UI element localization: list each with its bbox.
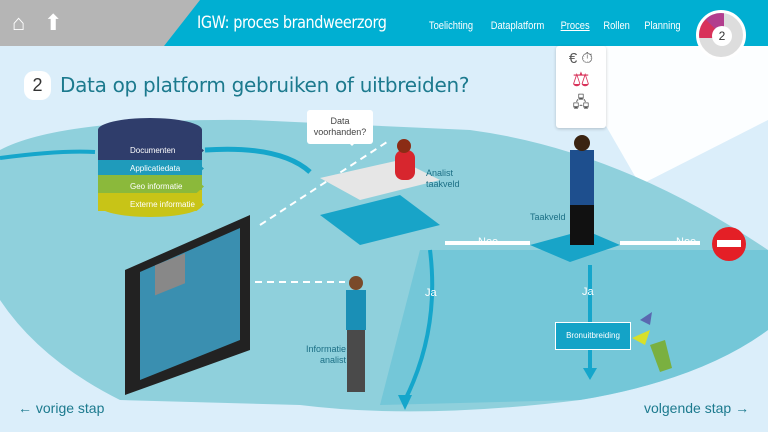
- progress-badge[interactable]: 2: [696, 10, 746, 60]
- label-taakveld: Taakveld: [530, 212, 566, 222]
- nav-toelichting[interactable]: Toelichting: [428, 20, 474, 32]
- label-ja-1: Ja: [425, 287, 437, 299]
- label-ja-2: Ja: [582, 286, 594, 298]
- euro-timer-icon: € ⏱: [568, 50, 594, 67]
- bronuitbreiding-button[interactable]: Bronuitbreiding: [555, 322, 631, 350]
- db-documenten[interactable]: Documenten: [98, 144, 204, 157]
- network-icon: 🖧: [572, 94, 590, 111]
- speech-bubble: Data voorhanden?: [307, 110, 373, 146]
- next-step-link[interactable]: volgende stap →: [644, 400, 750, 416]
- db-geo-informatie[interactable]: Geo informatie: [98, 180, 204, 193]
- nav-rollen[interactable]: Rollen: [603, 20, 631, 32]
- page-title: Data op platform gebruiken of uitbreiden…: [60, 73, 470, 97]
- progress-step: 2: [712, 26, 732, 46]
- header-grey-panel: [0, 0, 200, 46]
- nav-dataplatform[interactable]: Dataplatform: [490, 20, 545, 32]
- step-number: 2: [24, 71, 51, 100]
- scales-icon: ⚖: [572, 69, 590, 91]
- header-bar: ⌂ ⬆ IGW: proces brandweerzorg Toelichtin…: [0, 0, 768, 46]
- prev-step-link[interactable]: ← vorige stap: [18, 400, 105, 416]
- label-informatie-analist: Informatie analist: [305, 344, 346, 365]
- info-card[interactable]: € ⏱ ⚖ 🖧: [556, 46, 606, 128]
- app-title: IGW: proces brandweerzorg: [197, 13, 387, 33]
- label-nee-2: Nee: [676, 236, 697, 248]
- nav-planning[interactable]: Planning: [644, 20, 682, 32]
- nav-proces[interactable]: Proces: [560, 20, 590, 32]
- top-nav: Toelichting Dataplatform Proces Rollen P…: [425, 20, 684, 32]
- db-externe-informatie[interactable]: Externe informatie: [98, 198, 204, 211]
- home-icon[interactable]: ⌂: [12, 10, 26, 35]
- up-arrow-icon[interactable]: ⬆: [44, 10, 63, 35]
- label-analist-taakveld: Analist taakveld: [426, 168, 460, 189]
- label-nee-1: Nee: [478, 236, 499, 248]
- db-applicatiedata[interactable]: Applicatiedata: [98, 162, 204, 175]
